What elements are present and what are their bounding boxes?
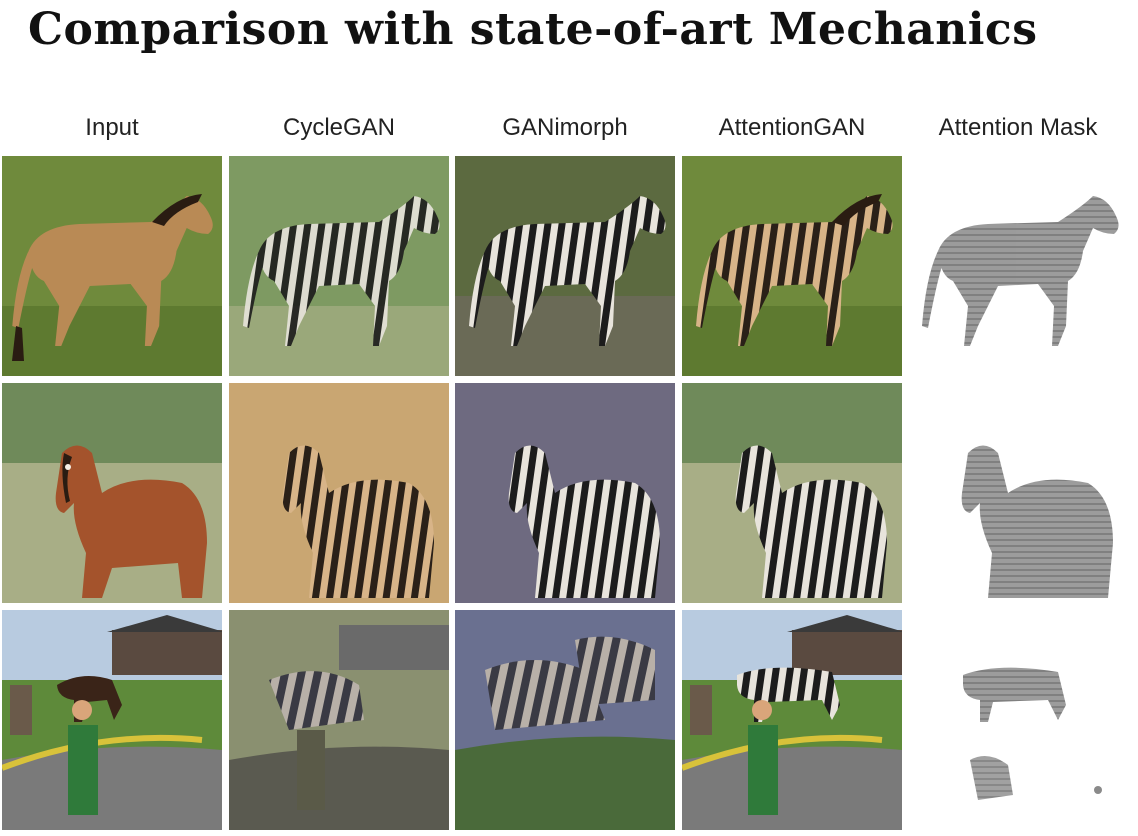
image-input-row2 bbox=[2, 383, 222, 603]
image-input-row1 bbox=[2, 156, 222, 376]
image-attention-mask-row2 bbox=[908, 383, 1128, 603]
image-attention-mask-row1 bbox=[908, 156, 1128, 376]
column-header-input: Input bbox=[85, 114, 139, 141]
column-header-ganimorph: GANimorph bbox=[502, 114, 628, 141]
image-attention-mask-row3 bbox=[908, 610, 1128, 830]
image-attentiongan-row2 bbox=[682, 383, 902, 603]
image-ganimorph-row3 bbox=[455, 610, 675, 830]
image-cyclegan-row2 bbox=[229, 383, 449, 603]
image-attentiongan-row3 bbox=[682, 610, 902, 830]
page-title: Comparison with state-of-art Mechanics bbox=[28, 4, 1038, 55]
column-header-attention-mask: Attention Mask bbox=[938, 114, 1098, 141]
image-attentiongan-row1 bbox=[682, 156, 902, 376]
image-cyclegan-row1 bbox=[229, 156, 449, 376]
image-ganimorph-row2 bbox=[455, 383, 675, 603]
image-input-row3 bbox=[2, 610, 222, 830]
column-header-cyclegan: CycleGAN bbox=[282, 114, 396, 141]
image-cyclegan-row3 bbox=[229, 610, 449, 830]
image-ganimorph-row1 bbox=[455, 156, 675, 376]
column-header-attentiongan: AttentionGAN bbox=[718, 114, 866, 141]
